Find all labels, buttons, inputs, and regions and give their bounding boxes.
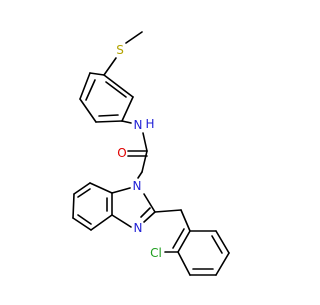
- bond-c2-n3-a: [143, 211, 156, 223]
- bond-s-ring: [103, 57, 117, 76]
- bond-ring3-e: [215, 230, 230, 254]
- bond-ring1-b2: [85, 79, 96, 101]
- bond-layer: [72, 31, 230, 276]
- molecule-diagram: S N H O N N Cl: [72, 31, 230, 276]
- atom-label-carbonyl-oxygen: O: [117, 146, 126, 160]
- bond-ring1-f2: [105, 81, 127, 98]
- bond-ring3-a: [177, 230, 191, 253]
- bond-ring1-a: [89, 72, 105, 76]
- atom-label-chlorine: Cl: [150, 246, 162, 260]
- bond-ring3-e2: [211, 235, 223, 254]
- bond-ring3-a2: [172, 228, 185, 249]
- bond-benzo-d: [72, 217, 92, 231]
- bond-ring1-f: [103, 74, 134, 98]
- bond-ring3-b: [177, 251, 191, 276]
- bond-benzo-a: [89, 182, 113, 194]
- bond-benzo-c: [72, 193, 75, 219]
- molecule-svg: S N H O N N Cl: [72, 31, 230, 276]
- bond-ring1-e: [121, 96, 134, 122]
- bond-ring-nh: [121, 120, 132, 124]
- bond-ring1-d: [95, 120, 123, 123]
- bond-benzo-b: [73, 182, 91, 195]
- bond-ring1-c: [79, 98, 97, 123]
- bond-nh-carbonyl: [142, 132, 148, 152]
- bond-methyl-s: [125, 31, 143, 44]
- bond-n1-c7a: [111, 187, 131, 194]
- bond-ring1-d2: [98, 114, 119, 117]
- bond-c2-ch2: [154, 209, 182, 213]
- bond-ch2-ring3: [180, 209, 191, 232]
- bond-benzo-b2: [77, 188, 91, 198]
- bond-c2-n3-b: [140, 207, 151, 218]
- atom-label-layer: S N H O N N Cl: [116, 43, 162, 260]
- atom-label-imidazole-n3: N: [134, 221, 143, 235]
- bond-carbonyl-ch2: [141, 150, 148, 173]
- atom-label-amide-nitrogen: N: [134, 118, 143, 132]
- atom-label-imidazole-n1: N: [133, 179, 142, 193]
- atom-label-amide-hydrogen: H: [145, 117, 154, 131]
- bond-benzo-d2: [77, 214, 92, 225]
- bond-n1-c2: [143, 193, 156, 213]
- bond-n3-c3a: [111, 214, 132, 228]
- bond-benzo-e: [90, 214, 113, 231]
- bond-ring3-d: [215, 252, 230, 276]
- bond-ring1-b: [79, 72, 91, 100]
- atom-label-sulfur: S: [116, 43, 124, 57]
- bond-ch2-n1: [137, 171, 143, 179]
